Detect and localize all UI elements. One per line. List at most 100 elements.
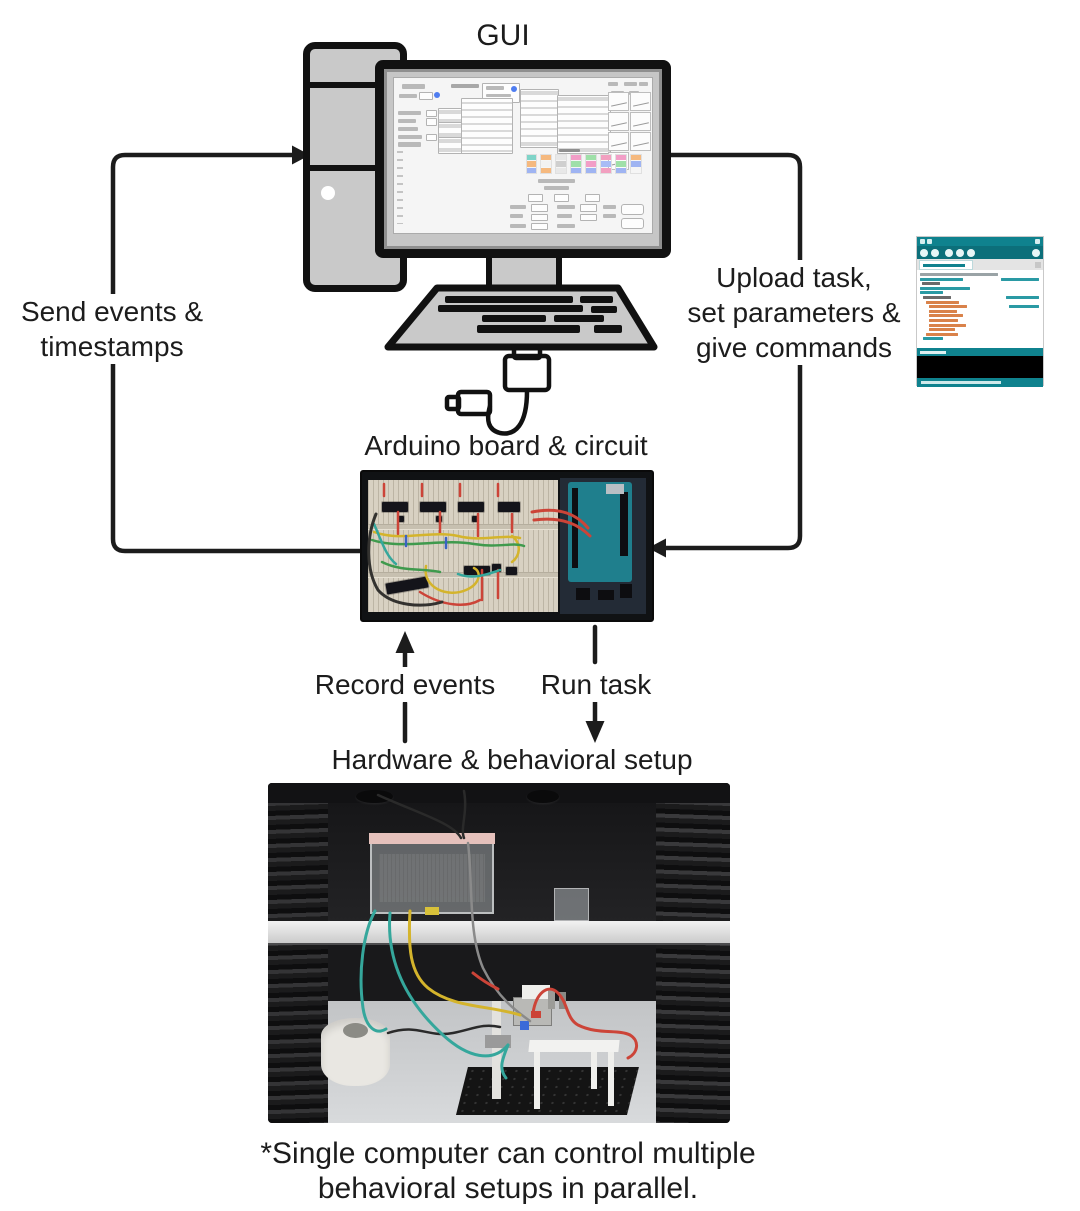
ide-code-line (917, 272, 1043, 277)
ide-code-line (917, 295, 1043, 300)
ic-chip (420, 502, 446, 512)
ide-save-icon (967, 248, 975, 257)
tower-power-button-icon (321, 186, 335, 200)
ide-code-line (917, 300, 1043, 305)
gui-text-line (543, 185, 570, 190)
run-task-label: Run task (536, 667, 656, 702)
ceiling-fixture (355, 789, 393, 804)
ide-code-line (917, 332, 1043, 337)
metal-post (547, 988, 555, 1010)
breadboard (368, 480, 558, 612)
gui-small-field (528, 194, 544, 203)
ide-code-line (917, 323, 1043, 328)
ide-code-line (917, 318, 1043, 323)
gui-mini-table (629, 153, 642, 175)
arrowhead-into-board (648, 538, 666, 558)
gui-title-bar (450, 84, 480, 89)
ide-new-icon (945, 248, 953, 257)
yellow-tape (424, 907, 440, 915)
breadboard-wires (367, 482, 592, 607)
cage-lid-pink (369, 833, 495, 844)
foam-wall-left (268, 783, 329, 1123)
hardware-setup-label: Hardware & behavioral setup (331, 744, 693, 775)
gui-mini-table (570, 153, 583, 175)
gui-text-line (538, 178, 575, 183)
gui-list-box (556, 95, 611, 155)
ic-chip (506, 567, 517, 575)
ide-code-line (917, 327, 1043, 332)
gui-list-box (461, 98, 513, 155)
gui-label: GUI (476, 19, 530, 52)
cage-interior (378, 854, 486, 902)
arrowhead-record-up (395, 631, 415, 653)
ic-chip (498, 502, 520, 512)
chamber-back-wall (328, 783, 657, 923)
red-component (531, 1010, 541, 1018)
setup-wires (359, 789, 638, 1080)
arduino-usb-port (606, 484, 624, 494)
send-events-label: Send events & timestamps (16, 294, 208, 364)
gui-mini-table (585, 153, 598, 175)
record-events-label: Record events (310, 667, 500, 702)
ide-verify-icon (920, 248, 928, 257)
gui-row-ticks (396, 150, 403, 224)
arduino-area (560, 478, 646, 614)
mouse-cage (369, 833, 495, 915)
gui-small-field (584, 194, 600, 203)
gui-list-box (520, 88, 560, 148)
gui-topright-item (608, 81, 619, 86)
ide-status-bar (917, 378, 1043, 387)
arrowhead-into-tower (292, 145, 310, 165)
monitor-screen (387, 72, 659, 246)
keyboard-keys (438, 296, 622, 333)
ide-code-line (917, 290, 1043, 295)
transistor (398, 516, 404, 522)
ic-chip (382, 502, 408, 512)
gui-topright-item (639, 81, 649, 86)
upload-task-label: Upload task, set parameters & give comma… (683, 260, 905, 365)
transistor (472, 516, 478, 522)
ide-tab-bar (917, 259, 1043, 270)
gui-topright-item (623, 81, 637, 86)
arduino-mega-board (568, 482, 632, 582)
gui-label-bar (399, 93, 418, 99)
keyboard (384, 284, 658, 351)
ide-code-line (917, 277, 1043, 282)
ide-code-line (917, 286, 1043, 291)
ide-code-area (917, 270, 1043, 348)
ide-console-header (917, 348, 1043, 356)
usb-cable-icon (444, 343, 552, 436)
ide-code-line (917, 336, 1043, 341)
foam-wall-right (656, 783, 730, 1123)
ide-open-icon (956, 248, 964, 257)
gui-mini-table (540, 153, 553, 175)
behavioral-chamber-photo (268, 783, 730, 1123)
gui-mini-table (525, 153, 538, 175)
arduino-ide-thumbnail (917, 237, 1043, 387)
ic-chip (458, 502, 484, 512)
chamber-shelf (268, 920, 730, 945)
ide-console (917, 356, 1043, 378)
white-cylinder-device (321, 1017, 391, 1086)
vertical-post (492, 1000, 502, 1100)
gui-mini-table (614, 153, 627, 175)
arrow-heads (292, 145, 666, 743)
gui-blue-button (511, 85, 518, 92)
ide-code-line (917, 304, 1043, 309)
gui-small-field (553, 194, 569, 203)
monitor (375, 60, 671, 258)
arduino-board-photo (360, 470, 654, 622)
gui-mini-tables (525, 153, 642, 175)
ide-code-line (917, 281, 1043, 286)
apparatus-box (522, 985, 550, 999)
ide-toolbar (917, 246, 1043, 259)
blue-component (519, 1021, 530, 1030)
ide-title-bar (917, 237, 1043, 246)
gui-blue-button (433, 91, 440, 98)
post-clamp (485, 1034, 511, 1049)
under-shelf-wall (328, 942, 657, 1001)
arduino-board-label: Arduino board & circuit (364, 430, 648, 461)
gui-mini-table (555, 153, 568, 175)
gui-mini-table (600, 153, 612, 175)
ceiling-fixture (526, 789, 560, 804)
